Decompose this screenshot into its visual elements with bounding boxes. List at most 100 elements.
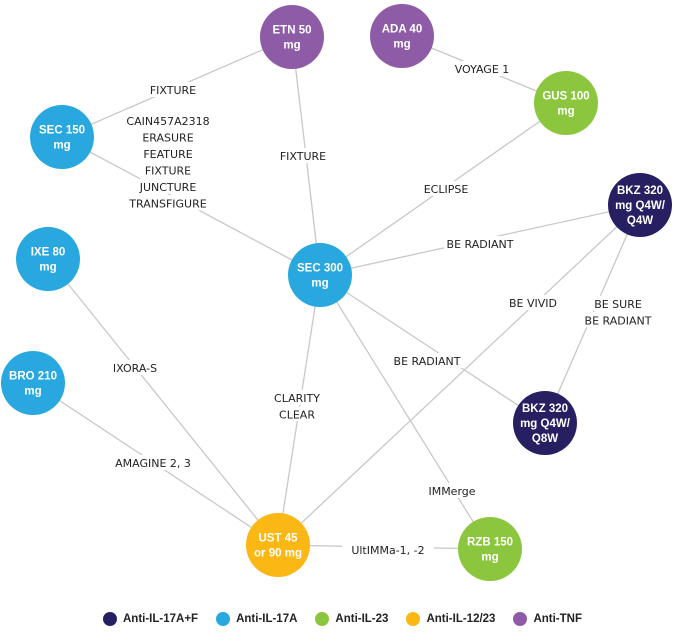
edge-label-text: TRANSFIGURE <box>128 197 206 210</box>
edge-label-ada-gus: VOYAGE 1 <box>452 61 512 76</box>
edge-label-text: BE VIVID <box>509 297 557 310</box>
node-label: mg <box>481 552 498 564</box>
edge-sec300-rzb <box>319 274 491 550</box>
edge-label-bg <box>110 455 196 470</box>
edge-label-text: AMAGINE 2, 3 <box>115 457 191 470</box>
node-circle <box>16 227 80 291</box>
edge-label-text: UltIMMa-1, -2 <box>351 544 424 557</box>
edge-label-bg <box>419 181 473 196</box>
edge-label-text: BE RADIANT <box>585 314 652 327</box>
legend-dot <box>406 612 421 626</box>
edge-label-bg <box>503 295 563 310</box>
node-label: mg <box>24 386 41 398</box>
node-label: GUS 100 <box>542 91 589 103</box>
node-label: SEC 150 <box>39 125 85 137</box>
edge-label-bg <box>276 148 330 163</box>
edge-label-bg <box>108 360 162 375</box>
edge-label-text: CLEAR <box>279 408 315 421</box>
node-bro: BRO 210 mg <box>1 351 65 415</box>
edge-label-bg <box>128 195 208 211</box>
node-label: BKZ 320 <box>522 403 568 415</box>
legend-dot <box>216 612 231 626</box>
node-label: mg <box>311 278 328 290</box>
legend-item-anti-il17a: Anti-IL-17A <box>216 612 297 626</box>
edge-label-ust-rzb: UltIMMa-1, -2 <box>342 542 434 557</box>
edge-label-text: BE RADIANT <box>394 355 461 368</box>
node-label: or 90 mg <box>254 548 302 560</box>
edge-label-text: BE RADIANT <box>447 238 514 251</box>
edge-label-text: FIXTURE <box>145 164 191 177</box>
node-label: Q8W <box>532 433 558 445</box>
edge-label-bg <box>141 162 195 178</box>
node-label: mg Q4W/ <box>520 418 571 430</box>
edge-label-text: CAIN457A2318 <box>126 115 209 128</box>
legend: Anti-IL-17A+F Anti-IL-17A Anti-IL-23 Ant… <box>0 608 685 630</box>
node-sec150: SEC 150 mg <box>30 105 94 169</box>
edge-label-bg <box>425 483 479 498</box>
edge-label-text: ERASURE <box>142 131 193 144</box>
edge-label-text: VOYAGE 1 <box>455 63 510 76</box>
edge-label-bg <box>141 129 195 145</box>
node-label: mg <box>39 262 56 274</box>
node-circle <box>260 5 324 69</box>
node-gus: GUS 100 mg <box>534 71 598 135</box>
edge-label-text: IXORA-S <box>113 362 157 375</box>
edge-label-bg <box>444 236 516 251</box>
legend-dot <box>513 612 528 626</box>
node-label: SEC 300 <box>297 263 343 275</box>
edge-label-text: JUNCTURE <box>139 181 197 194</box>
node-label: BRO 210 <box>9 371 57 383</box>
legend-label: Anti-IL-23 <box>335 613 389 625</box>
node-label: IXE 80 <box>31 247 66 259</box>
node-circle <box>1 351 65 415</box>
node-bkz2: BKZ 320 mg Q4W/Q8W <box>513 391 577 455</box>
edge-label-bkz1-ust: BE VIVID <box>503 295 563 310</box>
edge-bkz1-ust <box>277 204 641 546</box>
edge-label-bg <box>125 112 211 128</box>
edge-label-bg <box>591 295 645 311</box>
legend-item-anti-tnf: Anti-TNF <box>513 612 582 626</box>
node-circle <box>458 517 522 581</box>
node-circle <box>288 243 352 307</box>
edge-label-bkz1-sec300: BE RADIANT <box>444 236 516 251</box>
edge-label-bkz1-bkz2: BE SURE BE RADIANT <box>582 295 654 328</box>
edge-label-bro-ust: AMAGINE 2, 3 <box>110 455 196 470</box>
edge-label-text: CLARITY <box>274 392 320 405</box>
legend-label: Anti-IL-12/23 <box>426 613 496 625</box>
legend-item-anti-il1223: Anti-IL-12/23 <box>406 612 495 626</box>
node-label: ADA 40 <box>382 24 422 36</box>
edge-label-bg <box>141 145 195 161</box>
node-label: UST 45 <box>259 533 299 545</box>
edge-label-text: BE SURE <box>594 298 642 311</box>
edge-label-sec300-ust: CLARITY CLEAR <box>270 389 324 422</box>
legend-label: Anti-TNF <box>533 613 582 625</box>
legend-label: Anti-IL-17A <box>236 613 298 625</box>
edge-ixe-ust <box>47 258 279 546</box>
legend-dot <box>102 612 117 626</box>
node-label: mg Q4W/ <box>615 200 666 212</box>
edge-label-bg <box>452 61 512 76</box>
edge-label-text: FIXTURE <box>150 84 196 97</box>
legend-item-anti-il23: Anti-IL-23 <box>315 612 388 626</box>
legend-item-anti-il17af: Anti-IL-17A+F <box>102 612 199 626</box>
edge-label-text: FEATURE <box>143 148 192 161</box>
legend-label: Anti-IL-17A+F <box>122 613 199 625</box>
node-label: mg <box>53 140 70 152</box>
edge-label-sec150-etn: FIXTURE <box>146 82 200 97</box>
node-circle <box>246 513 310 577</box>
edge-label-gus-sec300: ECLIPSE <box>419 181 473 196</box>
node-label: ETN 50 <box>273 25 312 37</box>
edge-label-bg <box>342 542 434 557</box>
node-ixe: IXE 80 mg <box>16 227 80 291</box>
edge-label-bg <box>277 406 317 422</box>
node-label: mg <box>557 106 574 118</box>
edge-label-bg <box>146 82 200 97</box>
node-circle <box>534 71 598 135</box>
